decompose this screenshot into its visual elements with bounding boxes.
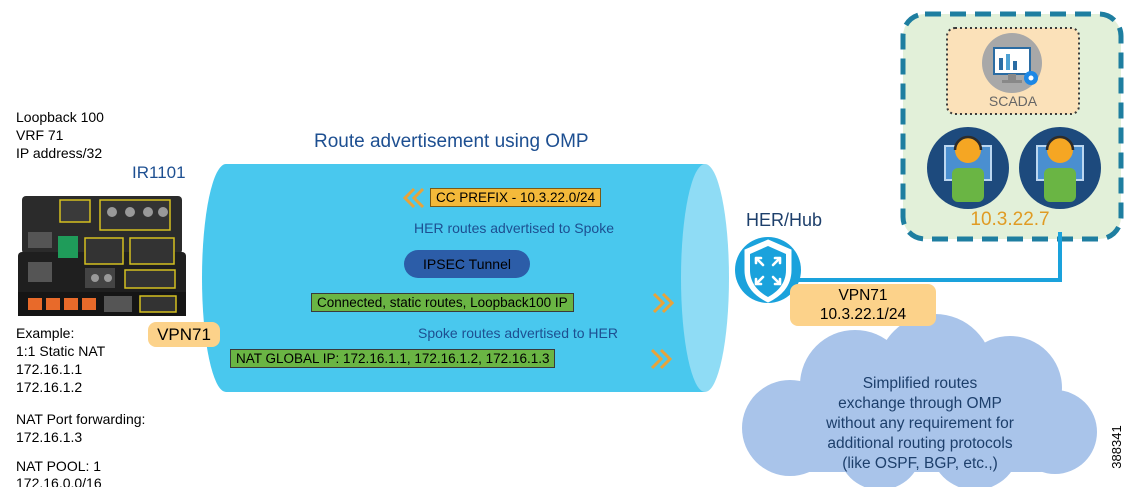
cc-prefix-label: CC PREFIX - 10.3.22.0/24 xyxy=(430,188,602,207)
router-vpn-badge: VPN71 xyxy=(148,322,220,347)
tunnel-body xyxy=(202,164,705,392)
port-forwarding-title: NAT Port forwarding: xyxy=(16,411,146,427)
hub-label: HER/Hub xyxy=(746,210,823,230)
operator-icon-right xyxy=(1019,127,1101,209)
spoke-routes-label: Spoke routes advertised to HER xyxy=(418,325,618,341)
control-center-ip: 10.3.22.7 xyxy=(970,209,1050,230)
tunnel-title: Route advertisement using OMP xyxy=(314,131,589,152)
cloud-line-2: exchange through OMP xyxy=(838,395,1002,412)
nat-ip1-label: 172.16.1.1 xyxy=(16,361,83,377)
her-routes-label: HER routes advertised to Spoke xyxy=(414,220,614,236)
cloud-line-3: without any requirement for xyxy=(826,415,1014,432)
port-forwarding-ip: 172.16.1.3 xyxy=(16,429,83,445)
ir1101-router-icon xyxy=(18,196,186,316)
example-title: Example: xyxy=(16,325,75,341)
hub-vpn-label: VPN71 xyxy=(838,287,888,304)
hub-subnet-label: 10.3.22.1/24 xyxy=(819,306,907,323)
chevron-right-icon-1 xyxy=(652,292,675,314)
router-model-label: IR1101 xyxy=(132,163,186,182)
loopback-label: Loopback 100 xyxy=(16,109,104,125)
cloud-shape xyxy=(742,314,1097,487)
operator-icon-left xyxy=(927,127,1009,209)
figure-id: 388341 xyxy=(1109,425,1124,469)
nat-pool-range: 172.16.0.0/16 xyxy=(16,475,102,487)
connected-routes-label: Connected, static routes, Loopback100 IP xyxy=(311,293,574,312)
tunnel-end xyxy=(681,164,729,392)
ip-address-label: IP address/32 xyxy=(16,145,103,161)
nat-ip2-label: 172.16.1.2 xyxy=(16,379,83,395)
hub-shield-icon xyxy=(735,237,801,303)
nat-pool-title: NAT POOL: 1 xyxy=(16,458,102,474)
nat-1to1-label: 1:1 Static NAT xyxy=(16,343,106,359)
cloud-note: Simplified routes exchange through OMP w… xyxy=(780,374,1060,474)
cloud-line-5: (like OSPF, BGP, etc.,) xyxy=(842,455,998,472)
cloud-line-4: additional routing protocols xyxy=(827,435,1013,452)
hub-link-line xyxy=(792,232,1062,282)
cloud-line-1: Simplified routes xyxy=(862,375,978,392)
chevron-left-icon xyxy=(402,187,425,209)
scada-monitor-icon xyxy=(982,33,1042,93)
vrf-label: VRF 71 xyxy=(16,127,64,143)
hub-vpn-badge: VPN71 10.3.22.1/24 xyxy=(790,284,936,326)
chevron-right-icon-2 xyxy=(650,348,673,370)
scada-label: SCADA xyxy=(988,93,1038,109)
nat-global-ip-label: NAT GLOBAL IP: 172.16.1.1, 172.16.1.2, 1… xyxy=(230,349,556,368)
ipsec-tunnel-badge: IPSEC Tunnel xyxy=(404,250,530,278)
